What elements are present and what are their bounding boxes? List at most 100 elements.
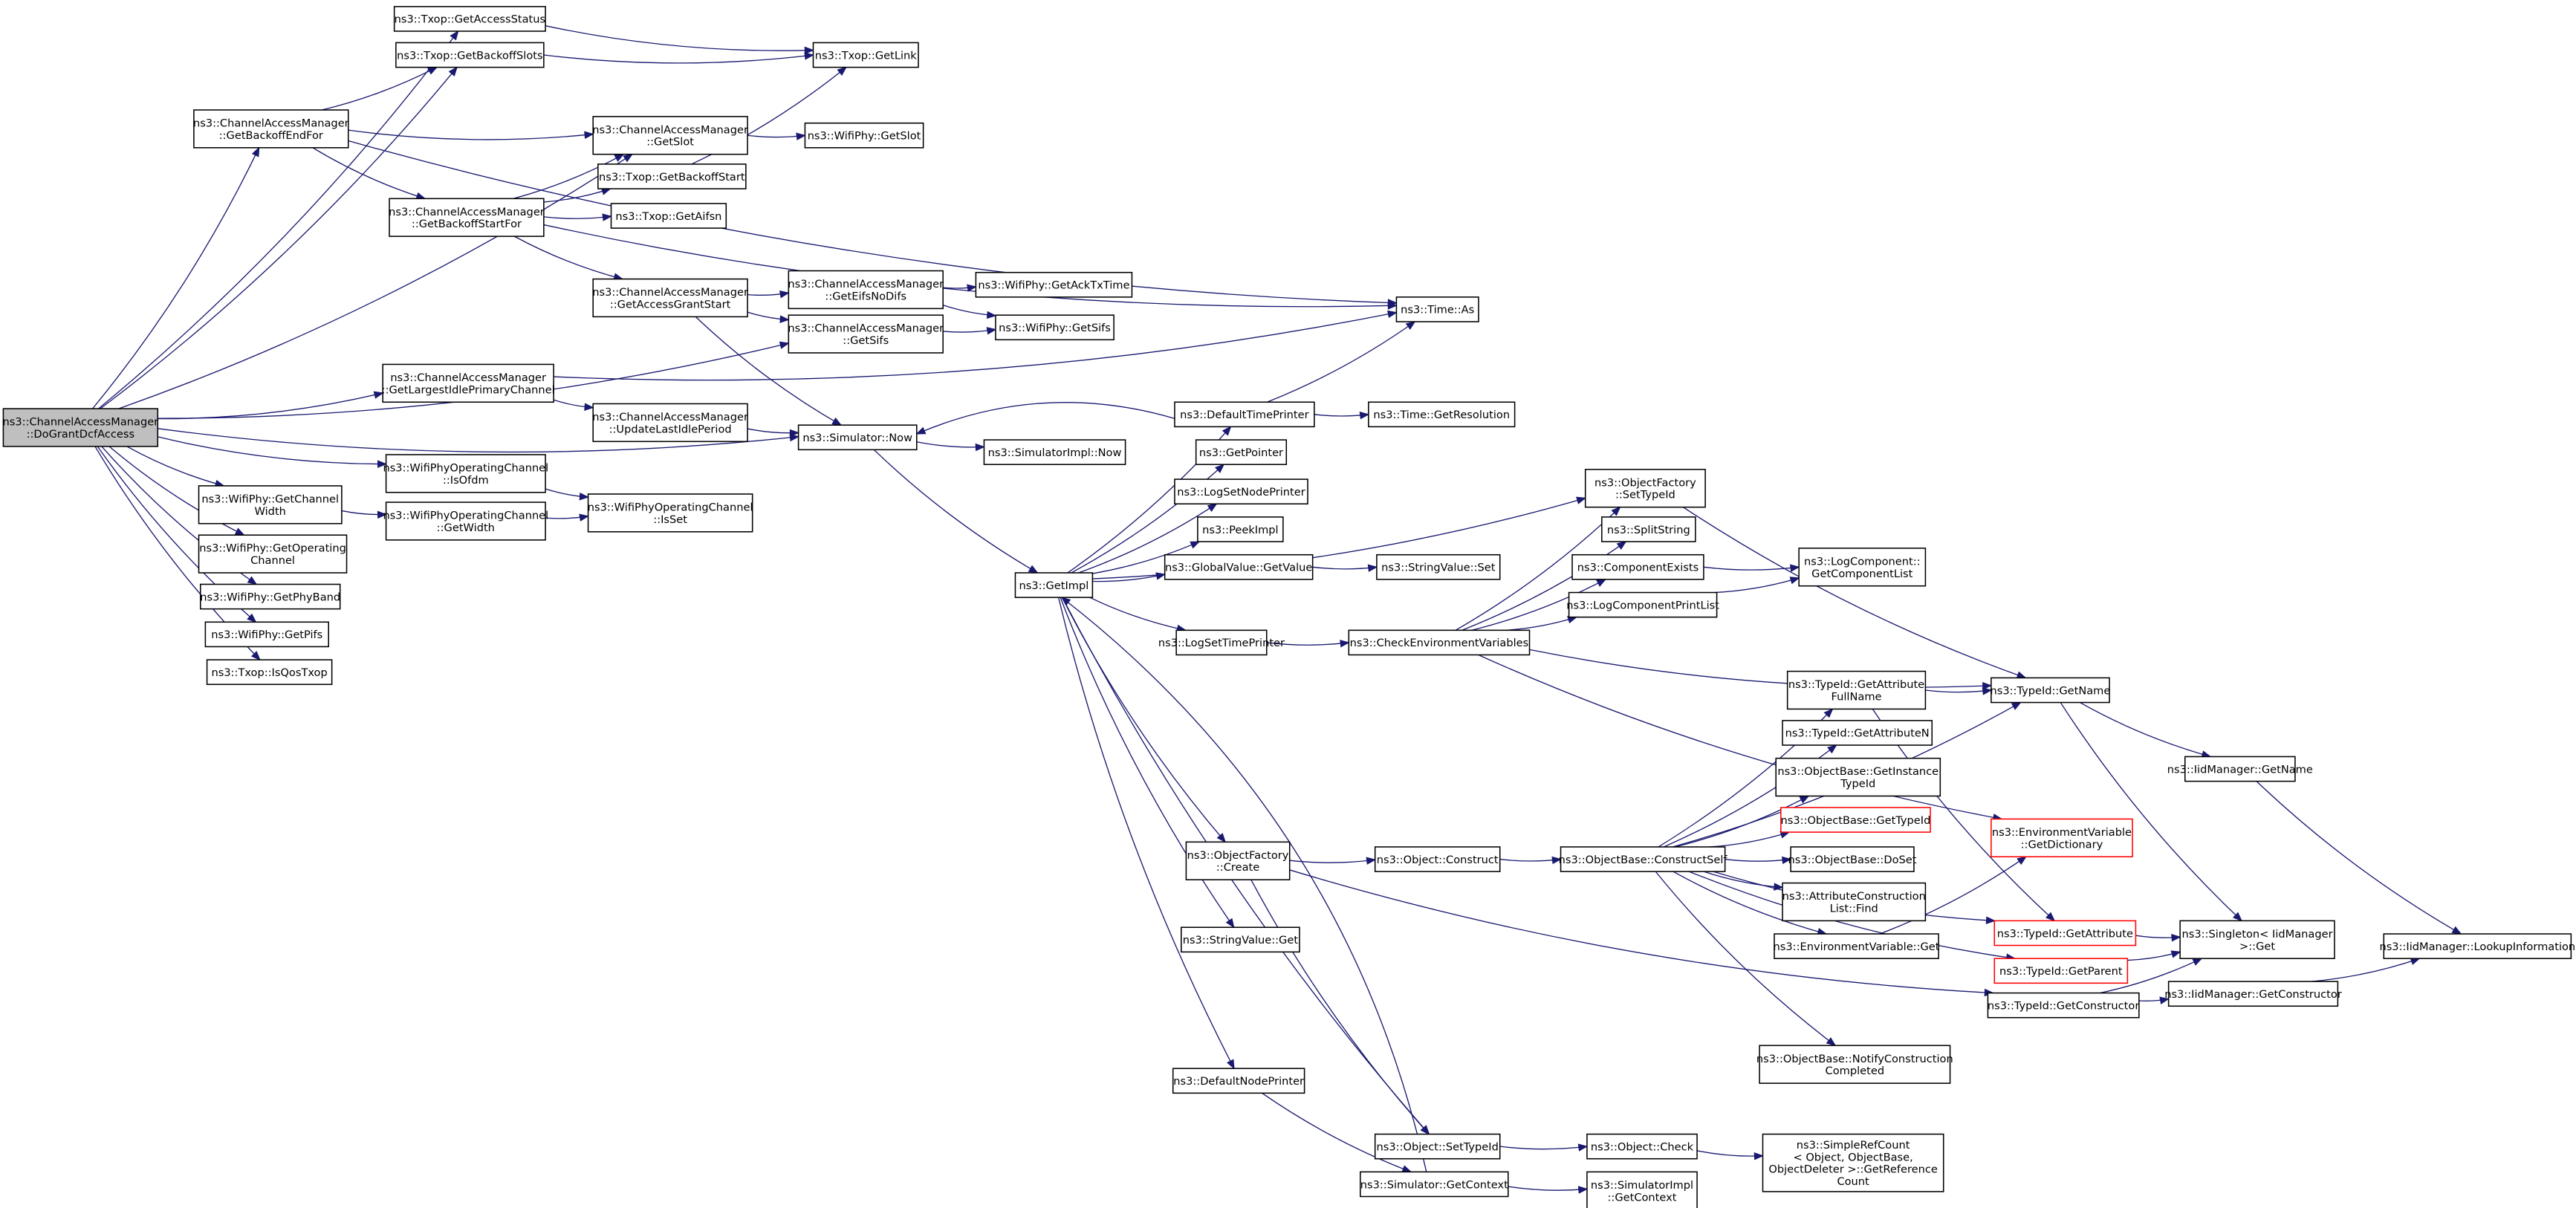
node-defaultNodePrinter[interactable]: ns3::DefaultNodePrinter — [1172, 1068, 1305, 1094]
node-getAccessGrantStart[interactable]: ns3::ChannelAccessManager::GetAccessGran… — [592, 278, 748, 318]
node-typeIdGetAttribute[interactable]: ns3::TypeId::GetAttribute — [1993, 920, 2137, 946]
node-root[interactable]: ns3::ChannelAccessManager::DoGrantDcfAcc… — [3, 408, 159, 447]
edge-line — [1673, 871, 1827, 935]
node-simGetContext[interactable]: ns3::Simulator::GetContext — [1360, 1171, 1509, 1198]
node-isQosTxop[interactable]: ns3::Txop::IsQosTxop — [206, 659, 333, 686]
node-box — [1584, 469, 1706, 508]
node-label: ns3::Txop::GetAifsn — [615, 210, 721, 223]
node-getBackoffStartFor[interactable]: ns3::ChannelAccessManager::GetBackoffSta… — [389, 198, 545, 237]
node-constructSelf[interactable]: ns3::ObjectBase::ConstructSelf — [1559, 846, 1728, 872]
node-checkEnv[interactable]: ns3::CheckEnvironmentVariables — [1348, 629, 1531, 656]
edge-getBackoffStartFor-to-getAccessGrantStart — [513, 236, 624, 281]
node-stringValueSet[interactable]: ns3::StringValue::Set — [1376, 553, 1501, 580]
node-label: Completed — [1826, 1065, 1885, 1077]
node-isOfdm[interactable]: ns3::WifiPhyOperatingChannel::IsOfdm — [383, 454, 548, 493]
node-box — [2383, 933, 2572, 959]
node-ofCreate[interactable]: ns3::ObjectFactory::Create — [1185, 841, 1291, 880]
node-box — [1586, 1133, 1698, 1160]
node-globalGetValue[interactable]: ns3::GlobalValue::GetValue — [1164, 553, 1314, 580]
node-getBackoffStart[interactable]: ns3::Txop::GetBackoffStart — [597, 163, 747, 189]
arrowhead-icon — [1367, 564, 1378, 572]
edge-line — [1092, 497, 1586, 579]
node-ofSetTypeId[interactable]: ns3::ObjectFactory::SetTypeId — [1584, 469, 1706, 508]
edge-isOfdm-to-isSet — [545, 488, 590, 501]
node-defaultTimePrinter[interactable]: ns3::DefaultTimePrinter — [1174, 401, 1315, 428]
arrowhead-icon — [251, 146, 260, 158]
node-logSetTimePrinter[interactable]: ns3::LogSetTimePrinter — [1158, 629, 1285, 656]
node-peekImpl[interactable]: ns3::PeekImpl — [1197, 516, 1284, 542]
edge-objSetTypeId-to-objCheck — [1499, 1143, 1589, 1152]
node-getAttributeN[interactable]: ns3::TypeId::GetAttributeN — [1782, 720, 1933, 746]
arrowhead-icon — [831, 417, 843, 426]
node-iidGetConstructor[interactable]: ns3::IidManager::GetConstructor — [2164, 981, 2342, 1007]
node-getAccessStatus[interactable]: ns3::Txop::GetAccessStatus — [393, 6, 546, 32]
node-phyGetSifs[interactable]: ns3::WifiPhy::GetSifs — [995, 314, 1115, 341]
node-label: ns3::GetPointer — [1199, 446, 1283, 459]
node-opGetWidth[interactable]: ns3::WifiPhyOperatingChannel::GetWidth — [383, 501, 548, 541]
node-getPointer[interactable]: ns3::GetPointer — [1195, 439, 1288, 465]
node-simpleRefCount[interactable]: ns3::SimpleRefCount< Object, ObjectBase,… — [1762, 1133, 1944, 1192]
node-label: ns3::SimulatorImpl — [1591, 1179, 1693, 1192]
node-label: ns3::TypeId::GetConstructor — [1988, 999, 2139, 1012]
node-camGetSifs[interactable]: ns3::ChannelAccessManager::GetSifs — [788, 314, 944, 354]
node-getAifsn[interactable]: ns3::Txop::GetAifsn — [610, 203, 727, 229]
node-getBackoffEndFor[interactable]: ns3::ChannelAccessManager::GetBackoffEnd… — [193, 109, 349, 149]
node-obGetTypeId[interactable]: ns3::ObjectBase::GetTypeId — [1780, 807, 1931, 833]
edge-getAccessStatus-to-getLink — [545, 25, 814, 55]
arrowhead-icon — [837, 66, 847, 76]
node-simImplGetContext[interactable]: ns3::SimulatorImpl::GetContext — [1586, 1171, 1698, 1208]
node-getAckTxTime[interactable]: ns3::WifiPhy::GetAckTxTime — [975, 271, 1133, 298]
node-typeIdGetName[interactable]: ns3::TypeId::GetName — [1991, 677, 2111, 704]
node-iidGetName[interactable]: ns3::IidManager::GetName — [2167, 756, 2313, 782]
node-label: ns3::TypeId::GetAttributeN — [1785, 727, 1930, 740]
node-simImplNow[interactable]: ns3::SimulatorImpl::Now — [983, 439, 1126, 465]
node-timeAs[interactable]: ns3::Time::As — [1395, 296, 1479, 322]
node-label: ns3::ObjectBase::DoSet — [1788, 854, 1917, 866]
node-getComponentList[interactable]: ns3::LogComponent::GetComponentList — [1798, 548, 1927, 587]
node-objConstruct[interactable]: ns3::Object::Construct — [1374, 846, 1501, 872]
node-objCheck[interactable]: ns3::Object::Check — [1586, 1133, 1698, 1160]
node-envGet[interactable]: ns3::EnvironmentVariable::Get — [1774, 933, 1940, 959]
node-objSetTypeId[interactable]: ns3::Object::SetTypeId — [1374, 1133, 1501, 1160]
node-label: ns3::TypeId::GetName — [1991, 684, 2111, 697]
node-getResolution[interactable]: ns3::Time::GetResolution — [1368, 401, 1516, 428]
edge-getAccessGrantStart-to-camGetSifs — [747, 311, 790, 323]
edge-root-to-isOfdm — [158, 436, 388, 468]
node-stringValueGet[interactable]: ns3::StringValue::Get — [1181, 926, 1300, 953]
node-logComponentPrintList[interactable]: ns3::LogComponentPrintList — [1566, 591, 1719, 618]
node-lookupInformation[interactable]: ns3::IidManager::LookupInformation — [2379, 933, 2575, 959]
node-label: ns3::DefaultTimePrinter — [1180, 409, 1308, 421]
node-logSetNodePrinter[interactable]: ns3::LogSetNodePrinter — [1174, 478, 1308, 505]
node-getEifsNoDifs[interactable]: ns3::ChannelAccessManager::GetEifsNoDifs — [788, 270, 944, 310]
node-camGetSlot[interactable]: ns3::ChannelAccessManager::GetSlot — [592, 116, 748, 155]
node-getPhyBand[interactable]: ns3::WifiPhy::GetPhyBand — [199, 583, 341, 610]
node-getLink[interactable]: ns3::Txop::GetLink — [812, 42, 919, 68]
node-updateLastIdle[interactable]: ns3::ChannelAccessManager::UpdateLastIdl… — [592, 403, 748, 443]
node-label: ns3::GlobalValue::GetValue — [1165, 562, 1312, 574]
node-box — [1368, 401, 1516, 428]
node-box — [393, 6, 546, 32]
node-typeIdGetParent[interactable]: ns3::TypeId::GetParent — [1993, 958, 2129, 984]
node-getBackoffSlots[interactable]: ns3::Txop::GetBackoffSlots — [395, 42, 545, 68]
node-doSet[interactable]: ns3::ObjectBase::DoSet — [1788, 846, 1917, 872]
node-envGetDictionary[interactable]: ns3::EnvironmentVariable::GetDictionary — [1991, 818, 2133, 857]
edge-envGet-to-envGetDictionary — [1879, 856, 2027, 935]
node-simNow[interactable]: ns3::Simulator::Now — [797, 424, 918, 451]
node-phyGetSlot[interactable]: ns3::WifiPhy::GetSlot — [804, 122, 924, 149]
node-singletonGet[interactable]: ns3::Singleton< IidManager>::Get — [2179, 920, 2335, 959]
node-splitString[interactable]: ns3::SplitString — [1601, 516, 1696, 542]
node-getPifs[interactable]: ns3::WifiPhy::GetPifs — [204, 621, 329, 648]
node-isSet[interactable]: ns3::WifiPhyOperatingChannel::IsSet — [588, 493, 753, 533]
node-typeIdGetConstructor[interactable]: ns3::TypeId::GetConstructor — [1987, 992, 2140, 1019]
node-box — [1181, 926, 1300, 953]
node-notifyConstruction[interactable]: ns3::ObjectBase::NotifyConstructionCompl… — [1756, 1045, 1953, 1084]
node-getImpl[interactable]: ns3::GetImpl — [1014, 572, 1094, 598]
node-getLargestIdle[interactable]: ns3::ChannelAccessManager::GetLargestIdl… — [382, 363, 555, 403]
edge-simGetContext-to-simImplGetContext — [1508, 1186, 1589, 1194]
node-componentExists[interactable]: ns3::ComponentExists — [1571, 553, 1704, 580]
